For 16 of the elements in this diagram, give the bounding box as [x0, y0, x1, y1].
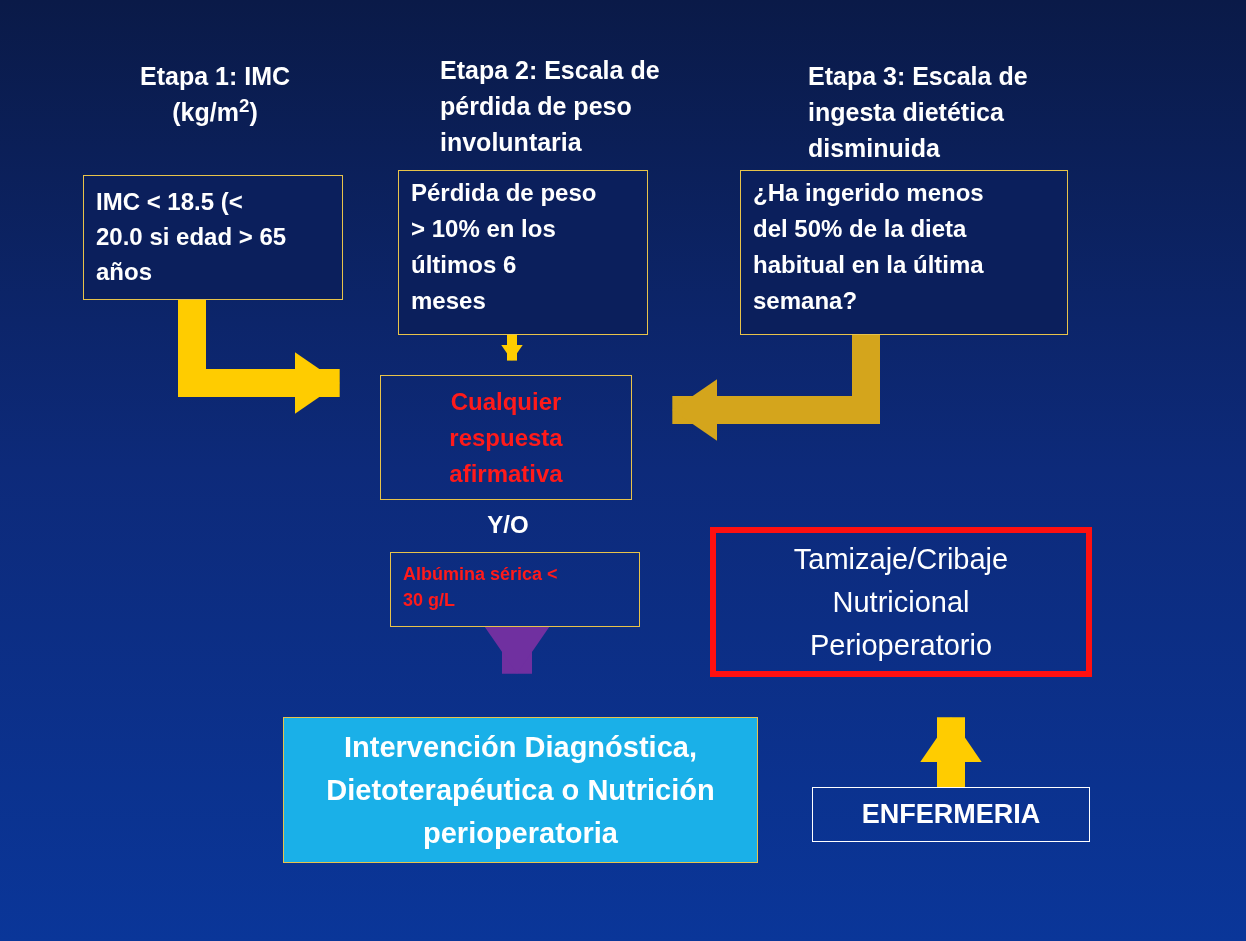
- connector-label: Y/O: [486, 510, 530, 540]
- criterion-box: ¿Ha ingerido menos del 50% de la dieta habitual en la última semana?: [740, 170, 1068, 335]
- result-box: Cualquier respuesta afirmativa: [380, 375, 632, 500]
- arrow: [484, 625, 550, 674]
- stage-heading: Etapa 1: IMC (kg/m$^{2}$): [139, 61, 291, 128]
- criterion-box: IMC < 18.5 (< 20.0 si edad > 65 años: [83, 175, 343, 300]
- arrow: [672, 335, 880, 441]
- criterion-box: Pérdida de peso > 10% en los últimos 6 meses: [398, 170, 648, 335]
- title-box: Tamizaje/Cribaje Nutricional Perioperatorio: [710, 527, 1092, 677]
- arrow: [920, 717, 982, 787]
- stage-heading: Etapa 3: Escala de ingesta dietética disminuida: [808, 61, 1029, 164]
- criterion-box: Albúmina sérica < 30 g/L: [390, 552, 640, 627]
- role-box: ENFERMERIA: [812, 787, 1090, 842]
- outcome-box: Intervención Diagnóstica, Dietoterapéutica o Nutrición perioperatoria: [283, 717, 758, 863]
- arrow: [501, 335, 523, 361]
- stage-heading: Etapa 2: Escala de pérdida de peso involuntaria: [440, 55, 661, 158]
